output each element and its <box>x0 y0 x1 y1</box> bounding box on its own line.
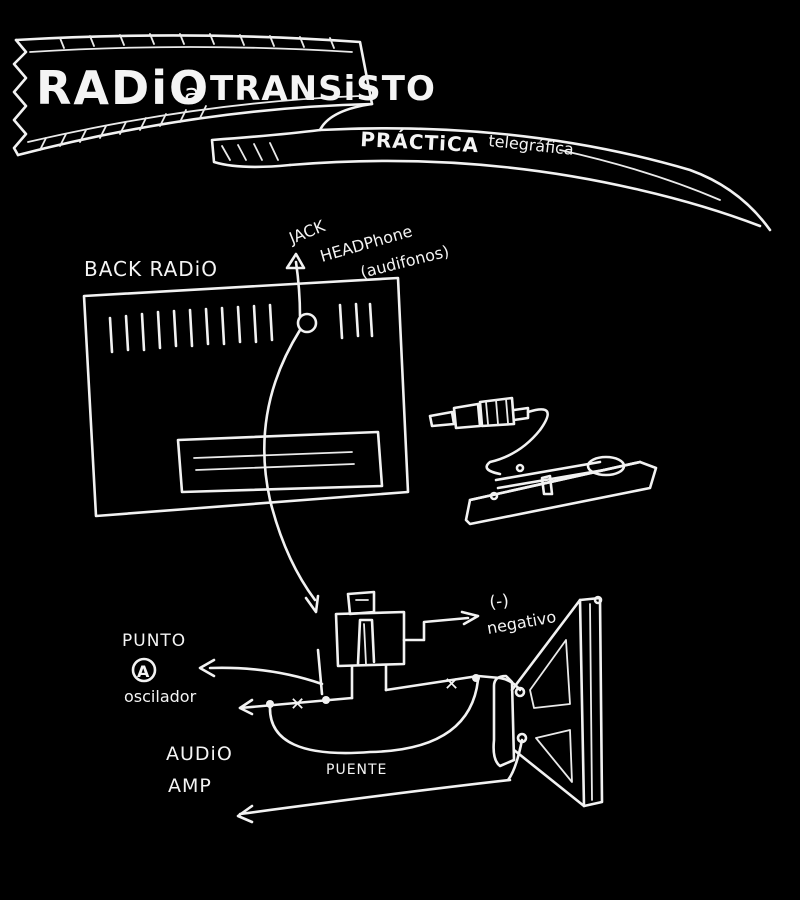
radio-vents <box>108 302 374 354</box>
svg-text:oscilador: oscilador <box>124 687 197 706</box>
subtitle-practica: PRÁCTiCA <box>360 127 480 157</box>
svg-text:AMP: AMP <box>168 775 212 797</box>
negative-label: (-) negativo <box>485 591 557 638</box>
punto-badge-circle <box>131 657 157 683</box>
audio-circuit: ✕ ✕ <box>198 590 512 824</box>
subtitle-telegrafica: telegráfica <box>488 131 575 159</box>
puente-label: PUENTE <box>326 762 387 778</box>
title-word-radio: RADiO <box>36 61 210 115</box>
jack-headphone-label: JACK HEADPhone (audifonos) <box>285 216 451 282</box>
title-word-a: a <box>184 79 200 109</box>
back-radio: BACK RADiO <box>82 252 410 518</box>
jack-cable <box>262 328 317 602</box>
svg-text:PUNTO: PUNTO <box>122 631 186 651</box>
battery-slot <box>176 430 384 494</box>
cut-mark: ✕ <box>444 674 459 695</box>
telegraph-key <box>428 396 658 526</box>
back-radio-label: BACK RADiO <box>84 257 218 281</box>
arrow-left-icon <box>198 658 216 678</box>
svg-text:JACK: JACK <box>285 216 328 248</box>
arrow-down-icon <box>304 594 320 614</box>
speaker <box>492 595 604 808</box>
arrow-left-icon-2 <box>238 698 254 716</box>
arrow-right-icon <box>460 610 480 626</box>
title-word-transisto: TRANSiSTO <box>210 69 436 109</box>
arrow-left-icon-3 <box>236 804 254 824</box>
title-banner: RADiO a TRANSiSTO PRÁCTiCA telegráfica <box>12 33 772 232</box>
cut-mark-2: ✕ <box>290 694 305 715</box>
audio-amp-label: AUDiO AMP <box>166 743 233 797</box>
svg-text:(-): (-) <box>488 591 509 613</box>
svg-text:AUDiO: AUDiO <box>166 743 233 765</box>
headphone-jack-icon <box>296 312 318 334</box>
punto-badge: A <box>137 662 150 681</box>
arrow-up-icon <box>285 252 306 270</box>
punto-oscilador-label: PUNTO A oscilador <box>122 631 197 706</box>
